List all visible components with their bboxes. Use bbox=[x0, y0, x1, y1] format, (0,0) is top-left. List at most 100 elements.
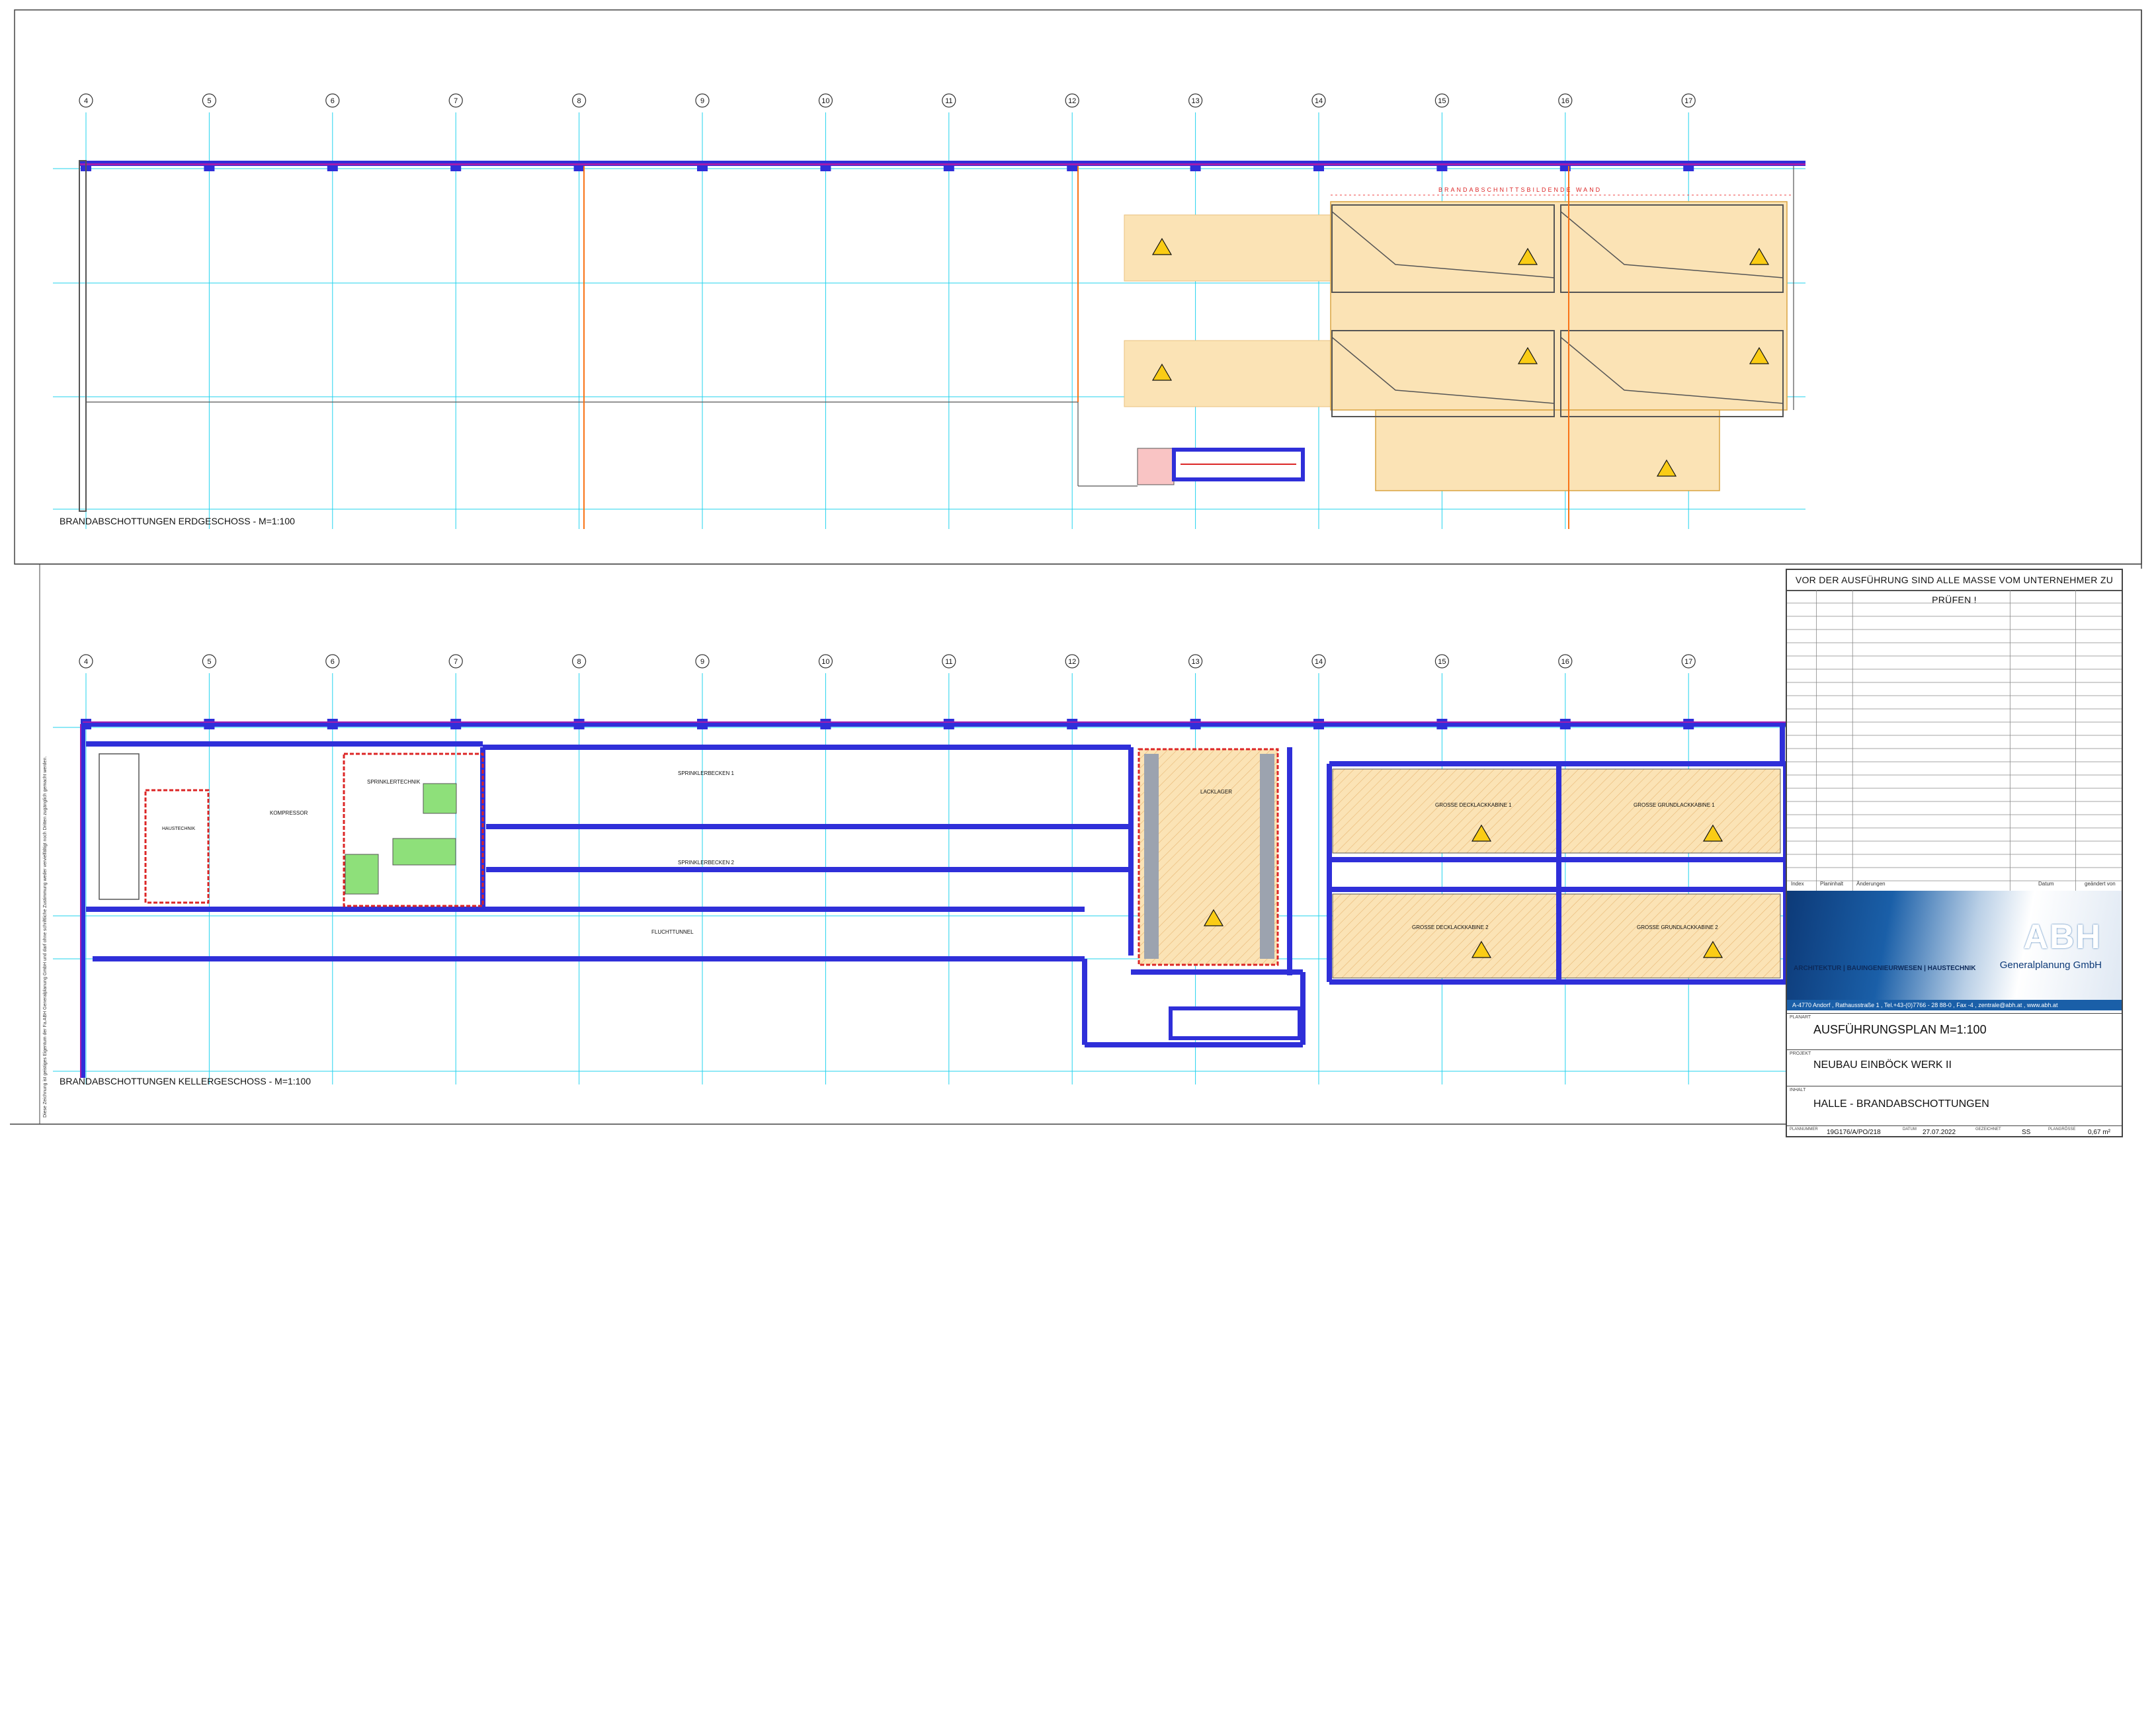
upper-pink-room bbox=[1137, 448, 1175, 485]
axis-circle-4 bbox=[79, 654, 93, 669]
room-label-lacklager: LACKLAGER bbox=[1200, 789, 1232, 795]
inhalt-value: HALLE - BRANDABSCHOTTUNGEN bbox=[1813, 1098, 1989, 1110]
warning-sign-2 bbox=[1517, 247, 1538, 265]
warning-sign-3 bbox=[1749, 247, 1770, 265]
fire-wall-label: BRANDABSCHNITTSBILDENDE WAND bbox=[1438, 186, 1602, 193]
fire-zone-main bbox=[1330, 201, 1788, 411]
title-block: VOR DER AUSFÜHRUNG SIND ALLE MASSE VOM U… bbox=[1786, 569, 2123, 1137]
axis-circle-9 bbox=[695, 654, 710, 669]
axis-label-9: 9 bbox=[700, 658, 704, 666]
lackkabine-1-room bbox=[1332, 768, 1558, 854]
warning-sign-6 bbox=[1656, 459, 1677, 477]
axis-label-11: 11 bbox=[945, 97, 952, 105]
axis-label-14: 14 bbox=[1315, 658, 1323, 666]
datum-label: DATUM bbox=[1903, 1127, 1917, 1131]
room-label-sprinklertechnik: SPRINKLERTECHNIK bbox=[367, 779, 421, 785]
plangroesse-label: PLANGRÖSSE bbox=[2048, 1127, 2076, 1131]
lackkabine-2-room bbox=[1332, 893, 1558, 979]
room-label-grundlack-1: GROSSE GRUNDLACKKABINE 1 bbox=[1634, 802, 1715, 808]
field-planart: PLANART AUSFÜHRUNGSPLAN M=1:100 bbox=[1787, 1013, 2122, 1049]
axis-circle-14 bbox=[1311, 93, 1326, 108]
axis-circle-6 bbox=[325, 654, 340, 669]
lacklager-shelf-right bbox=[1260, 754, 1274, 959]
warning-sign-10 bbox=[1702, 940, 1723, 958]
upper-top-wall-purple bbox=[79, 163, 1805, 165]
axis-circle-4 bbox=[79, 93, 93, 108]
axis-circle-8 bbox=[571, 93, 587, 108]
lower-grid-lines bbox=[53, 673, 1805, 1084]
upper-left-wall bbox=[79, 160, 87, 512]
planart-value: AUSFÜHRUNGSPLAN M=1:100 bbox=[1813, 1023, 1987, 1036]
fire-warning-signs bbox=[1151, 237, 1770, 958]
room-label-haustechnik: HAUSTECHNIK bbox=[162, 827, 196, 831]
axis-circle-10 bbox=[818, 654, 833, 669]
fire-zone-bottom bbox=[1375, 409, 1720, 491]
axis-label-12: 12 bbox=[1068, 658, 1076, 666]
haustechnik-room bbox=[144, 789, 210, 904]
axis-label-5: 5 bbox=[207, 97, 211, 105]
axis-label-17: 17 bbox=[1684, 658, 1692, 666]
fire-zone-left-b bbox=[1124, 340, 1331, 407]
plannummer-value: 19G176/A/PO/218 bbox=[1827, 1129, 1881, 1136]
axis-circle-9 bbox=[695, 93, 710, 108]
gezeichnet-value: SS bbox=[2022, 1129, 2031, 1136]
lower-stair-block bbox=[1169, 1006, 1302, 1040]
room-label-lackkabine-2: GROSSE DECKLACKKABINE 2 bbox=[1412, 924, 1489, 930]
axis-label-4: 4 bbox=[84, 658, 88, 666]
axis-label-10: 10 bbox=[821, 97, 829, 105]
projekt-value: NEUBAU EINBÖCK WERK II bbox=[1813, 1059, 1952, 1071]
plannummer-label: PLANNUMMER bbox=[1790, 1127, 1818, 1131]
fire-zone-left-a bbox=[1124, 214, 1331, 282]
side-copyright-text: Diese Zeichnung ist geistiges Eigentum d… bbox=[43, 756, 48, 1118]
plan-meta-row: PLANNUMMER 19G176/A/PO/218 DATUM 27.07.2… bbox=[1787, 1125, 2122, 1139]
lower-walls-purple bbox=[80, 721, 1804, 1078]
axis-circle-7 bbox=[448, 93, 463, 108]
axis-circle-15 bbox=[1434, 93, 1449, 108]
cabin-4-diagonal bbox=[1560, 337, 1784, 404]
room-label-fluchttunnel: FLUCHTTUNNEL bbox=[651, 929, 694, 935]
green-equipment-2 bbox=[392, 838, 456, 866]
axis-circle-12 bbox=[1065, 654, 1079, 669]
logo-tagline: ARCHITEKTUR | BAUINGENIEURWESEN | HAUSTE… bbox=[1794, 965, 1976, 972]
field-projekt: PROJEKT NEUBAU EINBÖCK WERK II bbox=[1787, 1049, 2122, 1086]
company-address: A-4770 Andorf , Rathausstraße 1 , Tel.+4… bbox=[1787, 1000, 2122, 1010]
warning-sign-0 bbox=[1151, 237, 1173, 255]
axis-label-5: 5 bbox=[207, 658, 211, 666]
axis-label-8: 8 bbox=[577, 658, 581, 666]
cabin-4 bbox=[1560, 330, 1784, 417]
logo-subtitle: Generalplanung GmbH bbox=[1999, 959, 2102, 971]
axis-circle-17 bbox=[1681, 93, 1696, 108]
axis-label-7: 7 bbox=[454, 97, 458, 105]
axis-label-16: 16 bbox=[1561, 658, 1569, 666]
axis-circle-16 bbox=[1558, 654, 1573, 669]
lower-plan-title: BRANDABSCHOTTUNGEN KELLERGESCHOSS - M=1:… bbox=[60, 1076, 311, 1086]
stair-left bbox=[99, 753, 140, 900]
warning-sign-5 bbox=[1749, 347, 1770, 364]
projekt-label: PROJEKT bbox=[1790, 1051, 1811, 1056]
axis-circle-11 bbox=[942, 654, 956, 669]
grundlack-2-room bbox=[1560, 893, 1781, 979]
axis-label-10: 10 bbox=[821, 658, 829, 666]
axis-circle-7 bbox=[448, 654, 463, 669]
rev-col-geaendert: geändert von bbox=[2085, 881, 2116, 887]
cabin-1-diagonal bbox=[1331, 211, 1555, 278]
rev-col-datum: Datum bbox=[2038, 881, 2054, 887]
axis-circle-13 bbox=[1188, 654, 1203, 669]
axis-label-12: 12 bbox=[1068, 97, 1076, 105]
room-label-sprinkler-becken-2: SPRINKLERBECKEN 2 bbox=[678, 860, 734, 866]
axis-circle-13 bbox=[1188, 93, 1203, 108]
rev-col-index: Index bbox=[1791, 881, 1804, 887]
cabin-3 bbox=[1331, 330, 1555, 417]
warning-sign-9 bbox=[1471, 940, 1492, 958]
axis-circle-5 bbox=[202, 93, 216, 108]
lacklager-room bbox=[1138, 748, 1279, 966]
warning-sign-1 bbox=[1151, 363, 1173, 381]
abh-logo: ABH bbox=[2023, 918, 2102, 956]
grundlack-1-room bbox=[1560, 768, 1781, 854]
axis-label-13: 13 bbox=[1191, 97, 1199, 105]
axis-label-8: 8 bbox=[577, 97, 581, 105]
warning-sign-8 bbox=[1702, 824, 1723, 842]
